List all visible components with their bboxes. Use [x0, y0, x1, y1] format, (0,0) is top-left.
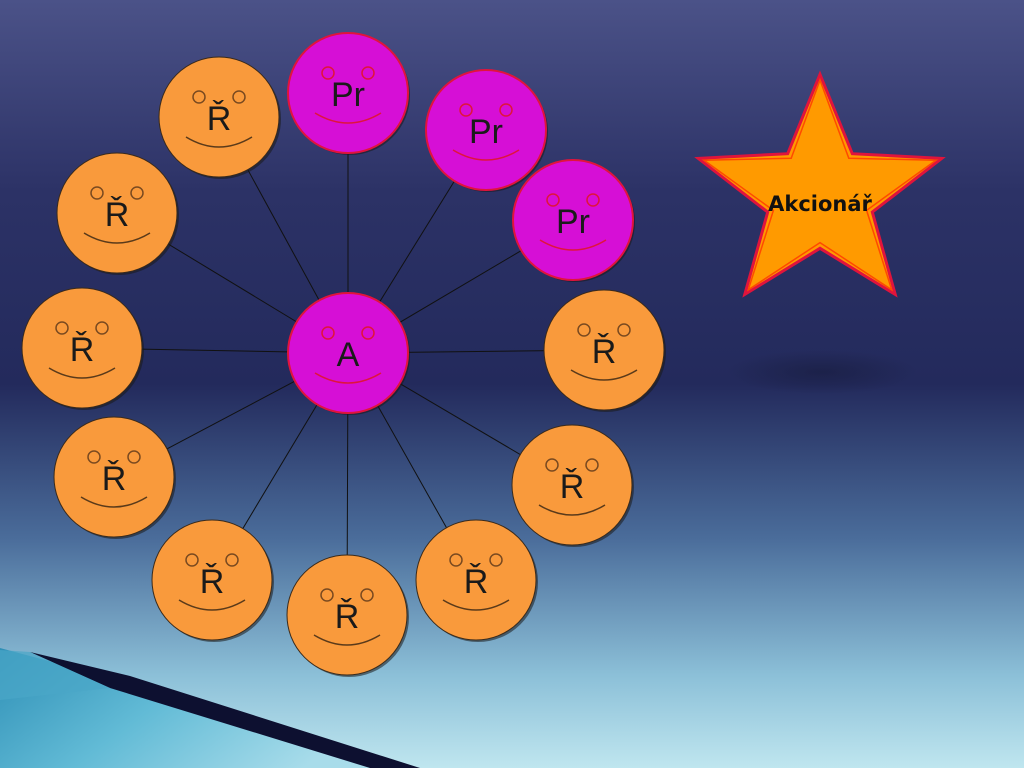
node-circle — [286, 554, 408, 676]
outer-node-8: Ř — [151, 519, 274, 642]
left-eye-icon — [449, 553, 463, 567]
node-circle — [287, 292, 409, 414]
right-eye-icon — [360, 588, 374, 602]
outer-node-2: Pr — [425, 69, 548, 192]
node-circle — [53, 416, 175, 538]
node-label: Ř — [464, 563, 489, 601]
node-label: Pr — [331, 76, 365, 114]
node-label: Ř — [207, 100, 232, 138]
smile-mouth-icon — [314, 112, 382, 124]
node-circle — [415, 519, 537, 641]
smile-mouth-icon — [83, 232, 151, 244]
smile-mouth-icon — [314, 372, 382, 384]
node-circle — [151, 519, 273, 641]
star-shape: Akcionář — [694, 70, 946, 298]
right-eye-icon — [585, 458, 599, 472]
left-eye-icon — [546, 193, 560, 207]
smile-mouth-icon — [178, 599, 246, 611]
node-label: Ř — [335, 598, 360, 636]
right-eye-icon — [617, 323, 631, 337]
corner-ribbon — [0, 648, 420, 768]
node-circle — [425, 69, 547, 191]
node-label: Ř — [560, 468, 585, 506]
left-eye-icon — [321, 66, 335, 80]
left-eye-icon — [320, 588, 334, 602]
node-circle — [511, 424, 633, 546]
outer-node-5: Ř — [511, 424, 634, 547]
node-label: Ř — [102, 460, 127, 498]
node-label: Ř — [200, 563, 225, 601]
left-eye-icon — [55, 321, 69, 335]
left-eye-icon — [192, 90, 206, 104]
right-eye-icon — [225, 553, 239, 567]
outer-node-10: Ř — [21, 287, 144, 410]
left-eye-icon — [87, 450, 101, 464]
star-outline — [694, 70, 946, 298]
smile-mouth-icon — [442, 599, 510, 611]
left-eye-icon — [459, 103, 473, 117]
outer-node-6: Ř — [415, 519, 538, 642]
right-eye-icon — [586, 193, 600, 207]
node-label: Pr — [469, 113, 503, 151]
node-circle — [287, 32, 409, 154]
left-eye-icon — [90, 186, 104, 200]
right-eye-icon — [95, 321, 109, 335]
right-eye-icon — [130, 186, 144, 200]
smile-mouth-icon — [538, 504, 606, 516]
node-label: Ř — [105, 196, 130, 234]
node-circle — [56, 152, 178, 274]
left-eye-icon — [577, 323, 591, 337]
node-circle — [512, 159, 634, 281]
outer-node-7: Ř — [286, 554, 409, 677]
star-shadow — [727, 350, 917, 394]
node-circle — [21, 287, 143, 409]
right-eye-icon — [361, 326, 375, 340]
node-label: A — [337, 336, 360, 374]
smile-mouth-icon — [48, 367, 116, 379]
smile-mouth-icon — [539, 239, 607, 251]
outer-node-11: Ř — [56, 152, 179, 275]
smile-mouth-icon — [570, 369, 638, 381]
outer-node-4: Ř — [543, 289, 666, 412]
left-eye-icon — [321, 326, 335, 340]
left-eye-icon — [185, 553, 199, 567]
smile-mouth-icon — [452, 149, 520, 161]
star-label: Akcionář — [768, 192, 872, 216]
right-eye-icon — [489, 553, 503, 567]
outer-node-12: Ř — [158, 56, 281, 179]
smile-mouth-icon — [313, 634, 381, 646]
center-node: A — [287, 292, 410, 415]
outer-node-1: Pr — [287, 32, 410, 155]
smile-mouth-icon — [80, 496, 148, 508]
node-circle — [543, 289, 665, 411]
smile-mouth-icon — [185, 136, 253, 148]
right-eye-icon — [232, 90, 246, 104]
node-circle — [158, 56, 280, 178]
node-label: Ř — [592, 333, 617, 371]
outer-node-3: Pr — [512, 159, 635, 282]
right-eye-icon — [499, 103, 513, 117]
right-eye-icon — [127, 450, 141, 464]
node-label: Ř — [70, 331, 95, 369]
star-inner-border — [701, 77, 939, 292]
left-eye-icon — [545, 458, 559, 472]
right-eye-icon — [361, 66, 375, 80]
node-label: Pr — [556, 203, 590, 241]
outer-node-9: Ř — [53, 416, 176, 539]
